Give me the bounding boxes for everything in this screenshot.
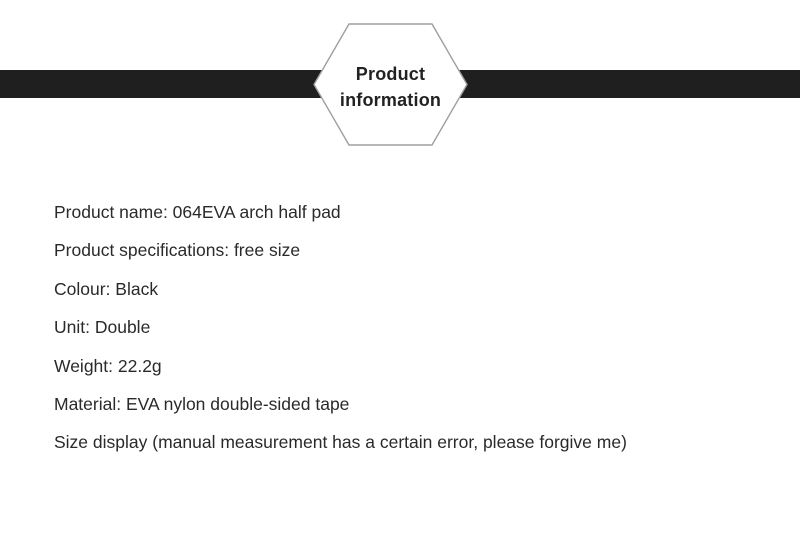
product-info-line-name: Product name: 064EVA arch half pad [54,202,341,222]
product-info-line-weight: Weight: 22.2g [54,355,162,376]
product-info-line-size-display: Size display (manual measurement has a c… [54,432,627,453]
section-badge: Product information [313,23,468,146]
badge-title: Product information [313,23,468,146]
hexagon-icon [313,23,468,146]
product-info-line-specifications: Product specifications: free size [54,240,301,261]
product-info-list: Product name: 064EVA arch half pad Produ… [54,193,774,462]
badge-title-line-1: Product [355,64,426,84]
badge-title-line-2: information [339,90,442,110]
product-info-line-colour: Colour: Black [54,278,159,299]
product-info-line-unit: Unit: Double [54,317,151,338]
product-info-line-material: Material: EVA nylon double-sided tape [54,394,350,415]
hexagon-shape [313,23,468,146]
